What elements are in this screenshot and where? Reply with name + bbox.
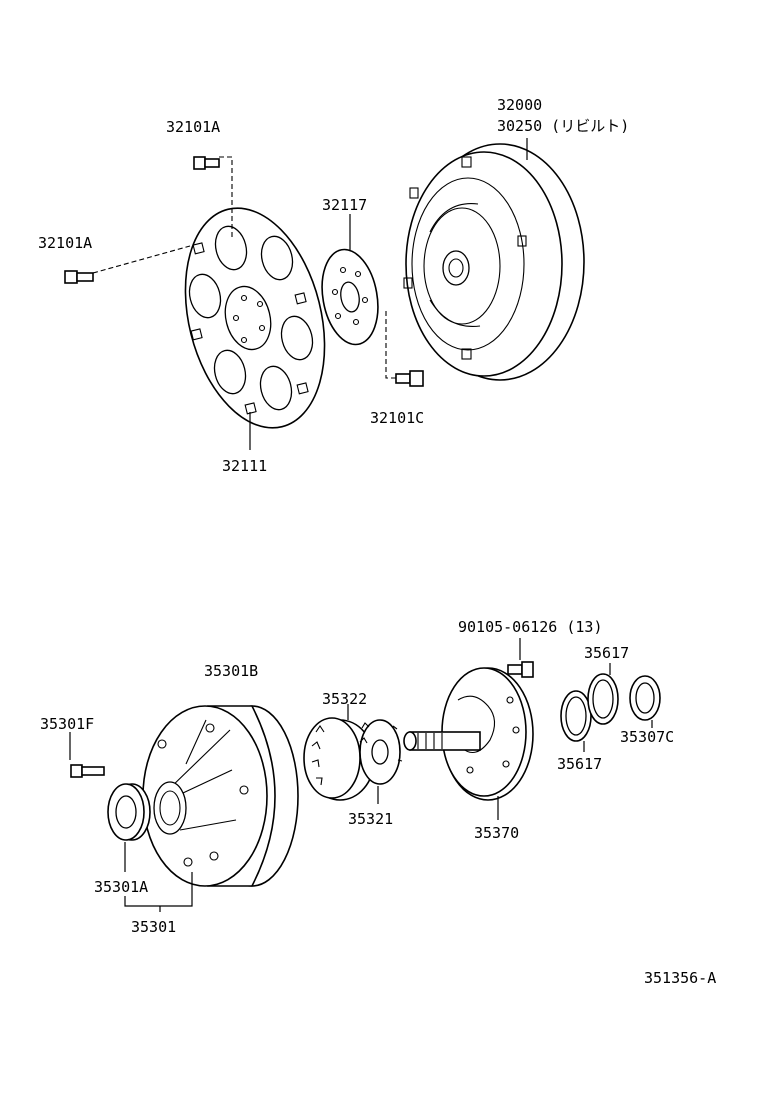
oil-seal[interactable] <box>107 783 151 841</box>
driven-gear[interactable] <box>303 717 375 801</box>
drive-gear[interactable] <box>359 719 403 785</box>
seal-ring-b[interactable] <box>587 673 619 725</box>
label-bolt-top: 32101A <box>166 118 220 136</box>
label-bolt-c: 32101C <box>370 409 424 427</box>
oil-pump-body[interactable] <box>142 705 299 887</box>
leader-bolt-top <box>219 156 233 238</box>
pump-bolt[interactable] <box>70 764 105 778</box>
label-seal-ring-bottom: 35617 <box>557 755 602 773</box>
leader-bolt-c <box>385 310 396 379</box>
label-stator-shaft: 35370 <box>474 824 519 842</box>
label-stator-bolt: 90105-06126 (13) <box>458 618 603 636</box>
label-drive-plate: 32111 <box>222 457 267 475</box>
label-pump-body: 35301B <box>204 662 258 680</box>
label-drive-gear: 35321 <box>348 810 393 828</box>
label-pump-assy: 35301 <box>131 918 176 936</box>
label-bolt-left: 32101A <box>38 234 92 252</box>
stator-bolt[interactable] <box>507 661 534 678</box>
label-converter-part: 32000 <box>497 96 542 114</box>
drive-plate[interactable] <box>164 193 346 442</box>
bolt-32101c[interactable] <box>395 370 424 387</box>
figure-code: 351356-A <box>644 969 716 987</box>
label-spacer: 32117 <box>322 196 367 214</box>
torque-converter[interactable] <box>403 143 585 381</box>
label-oil-seal: 35301A <box>94 878 148 896</box>
seal-ring-a[interactable] <box>560 690 592 742</box>
stator-shaft[interactable] <box>403 667 534 801</box>
label-pump-bolt: 35301F <box>40 715 94 733</box>
label-driven-gear: 35322 <box>322 690 367 708</box>
label-converter-rebuilt: 30250 (リビルト) <box>497 117 629 135</box>
bolt-32101a-left[interactable] <box>64 270 94 284</box>
spacer-plate[interactable] <box>315 245 385 349</box>
bracket-pump-assy <box>124 872 193 907</box>
bolt-32101a-top[interactable] <box>193 156 220 170</box>
label-thrust-washer: 35307C <box>620 728 674 746</box>
label-seal-ring-top: 35617 <box>584 644 629 662</box>
leader-bolt-left <box>92 245 191 274</box>
thrust-washer[interactable] <box>629 675 661 721</box>
